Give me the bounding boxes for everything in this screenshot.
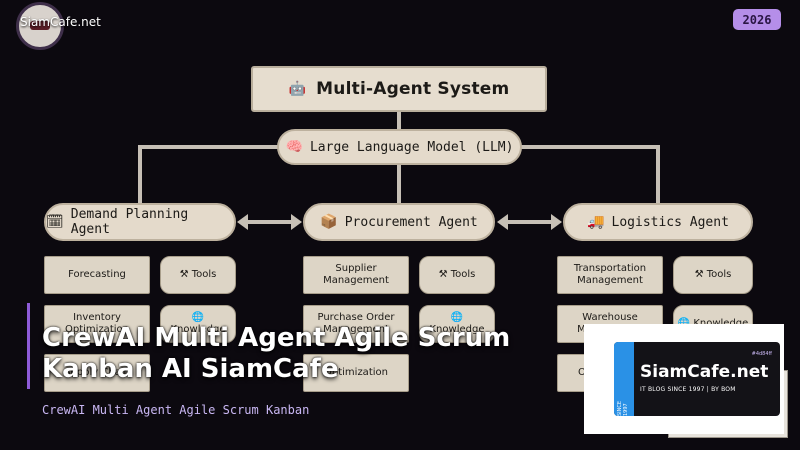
- demand-planning-agent-node: 🗓 Demand Planning Agent: [44, 203, 236, 241]
- site-name: SiamCafe.net: [20, 15, 101, 29]
- demand-item-supply-chain: Supply Chain: [44, 354, 150, 392]
- card-brand-name: SiamCafe.net: [640, 362, 769, 382]
- demand-planning-agent-label: Demand Planning Agent: [70, 207, 189, 237]
- logistics-tools-box: ⚒ Tools: [673, 256, 753, 294]
- demand-knowledge-box: 🌐 Knowledge: [160, 305, 236, 343]
- multi-agent-system-box: 🤖 Multi-Agent System: [251, 66, 547, 112]
- logistics-agent-node: 🚚 Logistics Agent: [563, 203, 753, 241]
- procurement-item-supplier: Supplier Management: [303, 256, 409, 294]
- multi-agent-system-label: Multi-Agent System: [316, 79, 510, 99]
- demand-item-forecasting: Forecasting: [44, 256, 150, 294]
- brain-icon: 🧠: [285, 139, 303, 155]
- brand-card-inner: SINCE 1997 #4d84ff SiamCafe.net IT BLOG …: [614, 342, 780, 416]
- procurement-agent-node: 📦 Procurement Agent: [303, 203, 495, 241]
- page-subtitle: CrewAI Multi Agent Agile Scrum Kanban: [42, 403, 310, 417]
- llm-node: 🧠 Large Language Model (LLM): [277, 129, 522, 165]
- calendar-icon: 🗓: [46, 214, 64, 230]
- llm-label: Large Language Model (LLM): [309, 139, 514, 155]
- page-title: CrewAI Multi Agent Agile Scrum Kanban AI…: [42, 323, 511, 384]
- card-stripe: SINCE 1997: [614, 342, 634, 416]
- logistics-agent-label: Logistics Agent: [611, 214, 729, 230]
- card-tag: #4d84ff: [751, 351, 772, 357]
- procurement-knowledge-box: 🌐 Knowledge: [419, 305, 495, 343]
- title-accent-bar: [27, 303, 30, 389]
- procurement-item-purchase-order: Purchase Order Management: [303, 305, 409, 343]
- demand-tools-box: ⚒ Tools: [160, 256, 236, 294]
- procurement-tools-box: ⚒ Tools: [419, 256, 495, 294]
- package-icon: 📦: [320, 214, 338, 230]
- truck-icon: 🚚: [587, 214, 605, 230]
- demand-item-inventory: Inventory Optimization: [44, 305, 150, 343]
- procurement-item-optimization: Optimization: [303, 354, 409, 392]
- year-badge: 2026: [733, 9, 781, 30]
- robot-icon: 🤖: [288, 81, 307, 97]
- logistics-item-transportation: Transportation Management: [557, 256, 663, 294]
- card-stripe-text: SINCE 1997: [617, 400, 629, 416]
- card-tagline: IT BLOG SINCE 1997 | BY BOM: [640, 386, 736, 393]
- procurement-agent-label: Procurement Agent: [344, 214, 478, 230]
- site-logo-icon: [16, 2, 64, 50]
